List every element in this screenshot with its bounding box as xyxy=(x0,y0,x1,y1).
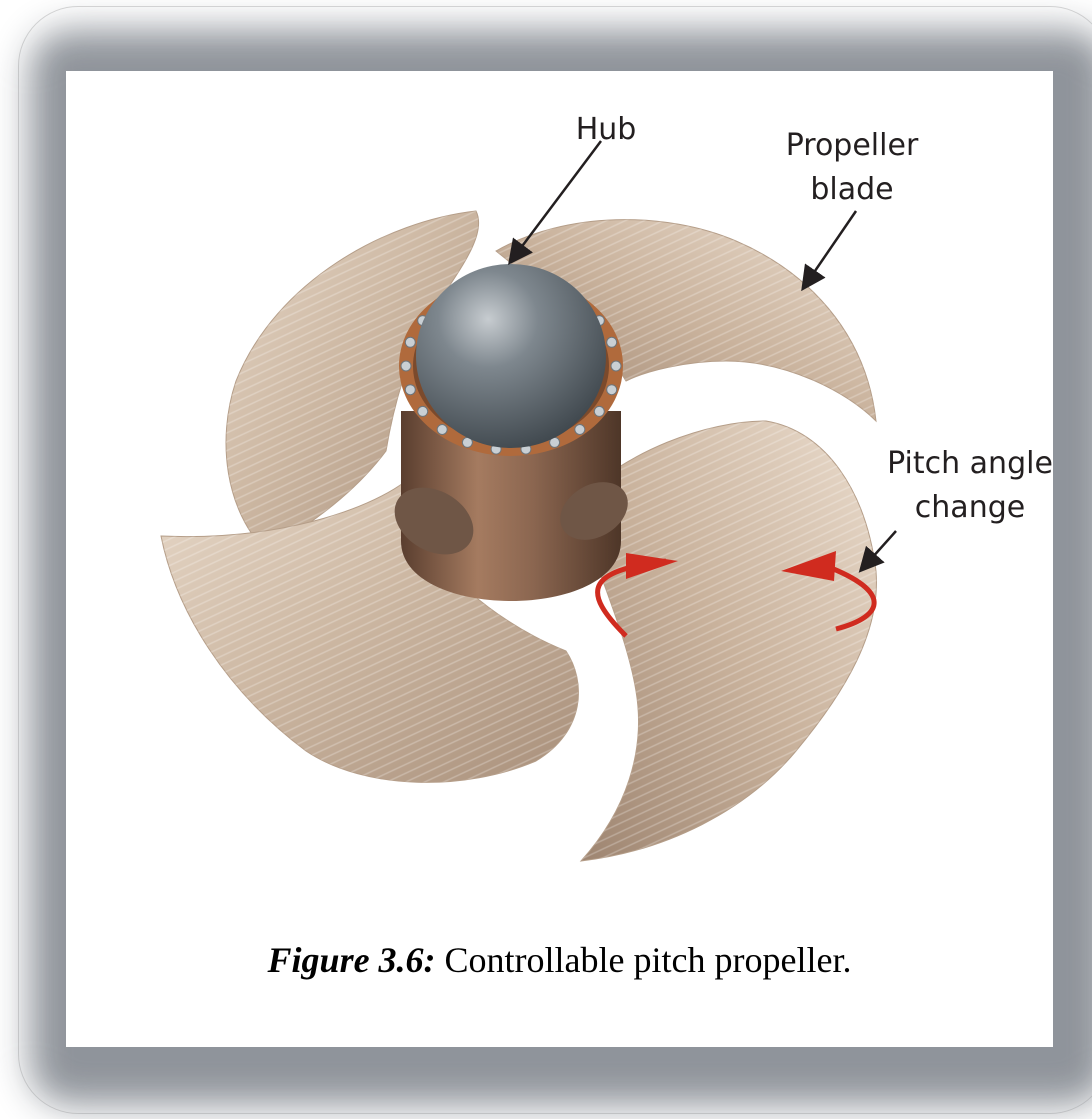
propeller-diagram: Hub Propeller blade Pitch angle change xyxy=(66,71,1053,931)
blade-pointer-arrow xyxy=(804,211,856,287)
hub-dome xyxy=(416,264,606,448)
flange-bolt xyxy=(405,337,415,347)
flange-bolt xyxy=(401,361,411,371)
flange-bolt xyxy=(405,385,415,395)
figure-caption: Figure 3.6: Controllable pitch propeller… xyxy=(66,939,1053,981)
hub-assembly xyxy=(383,264,639,601)
flange-bolt xyxy=(611,361,621,371)
blade-label-line2: blade xyxy=(810,172,893,207)
flange-bolt xyxy=(418,406,428,416)
caption-label: Figure 3.6: xyxy=(268,940,436,980)
pitch-label-line1: Pitch angle xyxy=(887,446,1053,481)
blade-label-line1: Propeller xyxy=(786,128,919,163)
caption-text: Controllable pitch propeller. xyxy=(436,940,852,980)
flange-bolt xyxy=(437,425,447,435)
pitch-label-line2: change xyxy=(915,490,1025,525)
hub-label: Hub xyxy=(576,112,637,147)
flange-bolt xyxy=(594,406,604,416)
flange-bolt xyxy=(575,425,585,435)
flange-bolt xyxy=(607,337,617,347)
figure-card: Hub Propeller blade Pitch angle change F… xyxy=(66,71,1053,1047)
flange-bolt xyxy=(607,385,617,395)
